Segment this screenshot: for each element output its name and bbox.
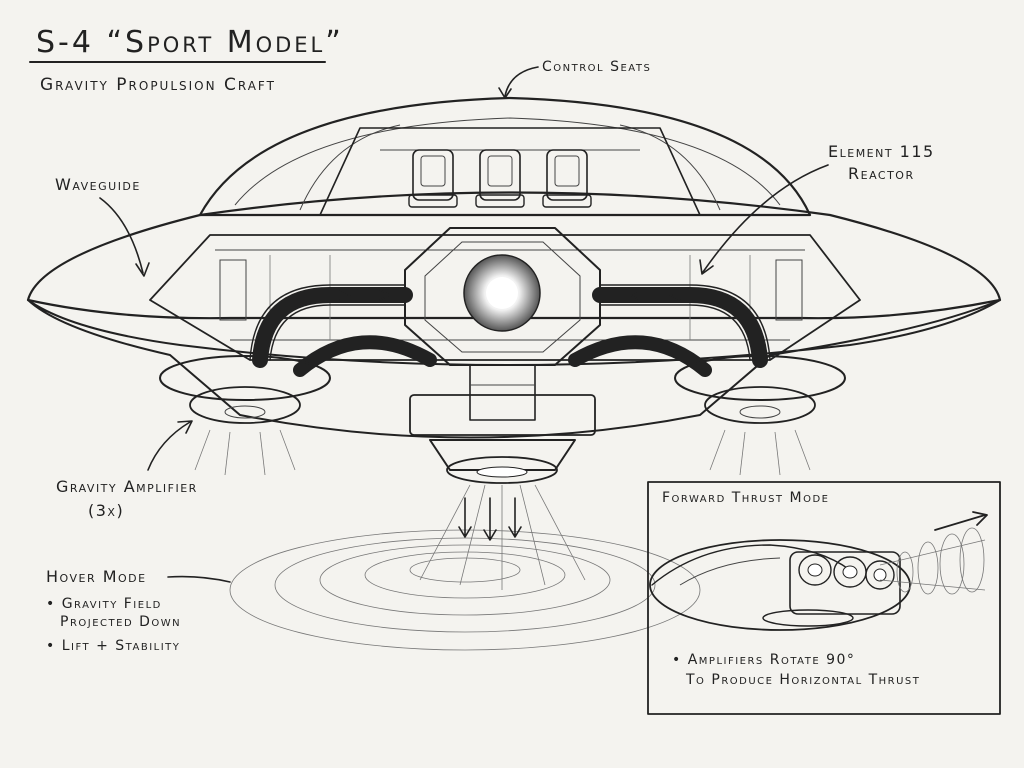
label-waveguide: Waveguide [55, 175, 141, 194]
forward-thrust-inset: Forward Thrust Mode • Amplifiers Rotate … [647, 481, 1001, 715]
saucer-cutaway [26, 96, 1002, 590]
hover-mode-notes: Hover Mode • Gravity Field Projected Dow… [46, 567, 231, 654]
thrust-note-2: To Produce Horizontal Thrust [685, 672, 920, 688]
gravity-amplifier-right [674, 355, 846, 424]
gravity-waveguide-conduits [249, 284, 771, 377]
title-block: S-4 “Sport Model” Gravity Propulsion Cra… [29, 25, 344, 95]
element-115-reactor [404, 227, 601, 366]
hover-mode-heading: Hover Mode [46, 567, 147, 586]
hover-field-ripples [229, 529, 701, 651]
control-seats [408, 149, 592, 208]
label-amplifier-count: (3x) [88, 501, 124, 520]
label-gravity-amplifier: Gravity Amplifier [56, 477, 198, 496]
page-subtitle: Gravity Propulsion Craft [40, 75, 276, 95]
label-element-115: Element 115 [828, 142, 935, 161]
gravity-down-arrows [458, 497, 522, 541]
label-control-seats: Control Seats [542, 59, 651, 75]
emission-rays [194, 429, 811, 590]
callout-gravity-amplifier: Gravity Amplifier (3x) [56, 420, 198, 520]
gravity-amplifier-bottom [429, 439, 576, 484]
callout-waveguide: Waveguide [55, 175, 150, 277]
gravity-amplifier-left [159, 355, 331, 424]
hover-bullet-2: • Lift + Stability [46, 638, 180, 654]
hover-bullet-1a: • Gravity Field [46, 596, 162, 612]
page-title: S-4 “Sport Model” [36, 25, 344, 60]
callout-reactor: Element 115 Reactor [699, 142, 935, 275]
hover-bullet-1b: Projected Down [60, 614, 181, 630]
thrust-heading: Forward Thrust Mode [662, 490, 829, 506]
label-reactor: Reactor [848, 164, 915, 183]
callout-control-seats: Control Seats [498, 59, 651, 99]
thrust-note-1: • Amplifiers Rotate 90° [672, 652, 855, 668]
